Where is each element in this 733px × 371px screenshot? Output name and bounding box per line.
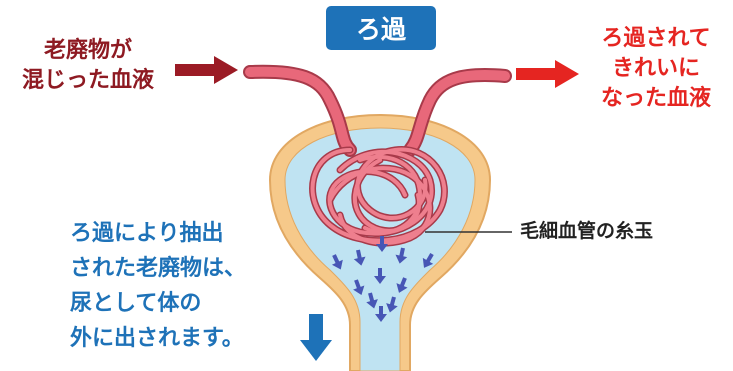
filtrate-arrow [374,268,386,284]
output-label-line-1: ろ過されて [601,26,711,51]
note-line-4: 外に出されます。 [70,326,244,351]
filtrate-arrow [353,249,366,266]
filtrate-arrow [353,279,365,296]
capillary-label: 毛細血管の糸玉 [520,220,654,242]
input-label-line-1: 老廃物が [43,38,132,63]
input-label-line-2: 混じった血液 [21,68,154,93]
filtrate-arrow [331,254,343,270]
output-arrow [516,60,579,88]
input-arrow [175,56,238,84]
title-text: ろ過 [355,15,406,44]
output-label-line-2: きれいに [611,56,700,81]
output-label-line-3: なった血液 [600,86,711,111]
note-line-3: 尿として体の [70,291,202,316]
filtrate-arrow [396,277,408,293]
filtrate-arrow [375,306,387,322]
capillary-tuft [309,146,448,247]
output-blood-label: ろ過されて きれいに なった血液 [586,24,726,114]
filtrate-arrow [395,247,408,264]
filtration-note: ろ過により抽出 された老廃物は、 尿として体の 外に出されます。 [70,216,290,356]
filtrate-arrow [376,236,388,252]
filtrate-arrows [331,236,434,322]
urine-outflow-arrow [300,314,332,361]
filtrate-arrow [366,292,378,309]
input-blood-label: 老廃物が 混じった血液 [8,36,168,96]
filtrate-arrow [386,296,398,313]
filtrate-arrow [422,252,434,268]
title-badge: ろ過 [326,6,436,50]
note-line-2: された老廃物は、 [70,256,247,281]
note-line-1: ろ過により抽出 [70,221,224,246]
